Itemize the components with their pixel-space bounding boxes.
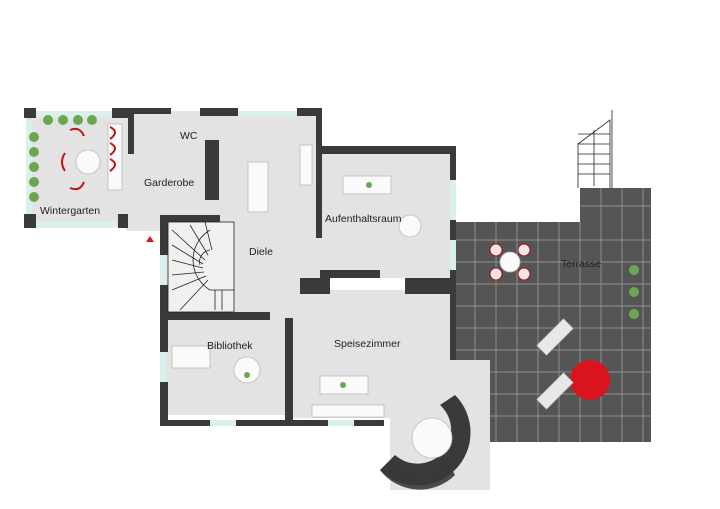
room-label-wintergarten: Wintergarten	[40, 205, 101, 217]
sun-loungers	[536, 318, 574, 410]
plants	[29, 115, 639, 388]
furniture	[75, 123, 521, 459]
room-label-diele: Diele	[249, 246, 273, 258]
walls	[24, 108, 471, 490]
room-label-wc: WC	[180, 130, 198, 142]
wintergarten-chairs	[61, 126, 116, 191]
room-label-speisezimmer: Speisezimmer	[334, 338, 401, 350]
exterior-stairs	[577, 110, 613, 188]
room-label-garderobe: Garderobe	[144, 177, 195, 189]
interior-stairs	[167, 221, 235, 313]
terrace-chairs	[489, 243, 531, 281]
windows	[26, 111, 456, 426]
room-label-bibliothek: Bibliothek	[207, 340, 253, 352]
room-label-terrasse: Terrasse	[561, 258, 602, 270]
entrance-marker-icon	[146, 236, 154, 242]
parasol-icon	[570, 360, 610, 400]
room-label-aufenthaltsraum: Aufenthaltsraum	[325, 213, 402, 225]
